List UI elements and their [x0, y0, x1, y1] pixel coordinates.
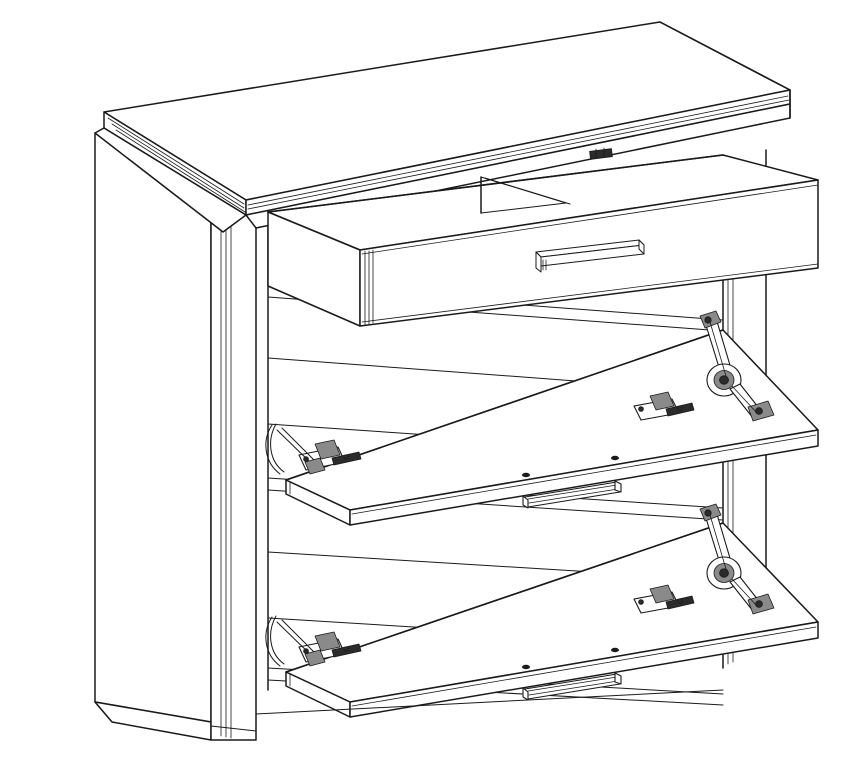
flap-stay-lower-left-arc-1 [265, 616, 281, 667]
flap-upper-handle-cap-right [614, 480, 622, 493]
flap-stay-lower-left [265, 615, 326, 667]
flap-stay-lower-base-pin [755, 600, 763, 608]
drawer-handle[interactable] [535, 239, 645, 273]
flap-upper-bottom-edge [349, 429, 819, 526]
hinge-lower-left-screw-1 [303, 648, 309, 654]
flap-stay-lower-arm-line-2 [731, 578, 758, 607]
plinth-left-edge [94, 701, 113, 723]
hinge-lower-left-screw-2 [343, 646, 349, 652]
left-pilaster [210, 192, 257, 741]
top-molding-groove-4 [247, 95, 789, 206]
flap-upper-handle-cap-left [522, 495, 529, 509]
top-panel-right-corner [659, 21, 791, 91]
plinth [255, 689, 724, 715]
flap-stay-upper-left-arc-1 [265, 424, 281, 475]
top-molding-groove-2 [111, 123, 245, 209]
flap-lower[interactable] [285, 522, 819, 718]
flap-stay-lower-arm-line [709, 514, 727, 570]
flap-stay-lower [699, 503, 775, 615]
drawer-slide-fitting [589, 147, 613, 160]
hinge-upper-left-screw-2 [343, 454, 349, 460]
flap-upper-dowel-hole-2 [611, 455, 619, 461]
flap-stay-upper-arm-line [709, 321, 727, 377]
flap-lower-handle-inner-2 [528, 680, 619, 696]
flap-upper-band-1 [351, 434, 817, 515]
slide-fitting-body [589, 148, 613, 160]
hinge-upper-right [633, 391, 695, 421]
drawer-handle-right-post [638, 239, 645, 255]
hinge-lower-right-cup [649, 584, 675, 604]
left-pilaster-foot [210, 725, 257, 732]
flap-stay-upper-top-pin [704, 316, 712, 324]
hinge-upper-right-cup [649, 391, 675, 411]
drawer-handle-left-post [535, 251, 542, 273]
hinge-upper-right-screw-2 [677, 405, 683, 411]
hinge-upper-left-screw-1 [303, 456, 309, 462]
hinge-lower-right [633, 584, 695, 614]
flap-stay-upper-left-arm [276, 429, 315, 467]
flap-stay-upper-arm-line-2 [731, 385, 758, 414]
flap-stay-lower-top-pin [704, 509, 712, 517]
flap-lower-handle-cap-right [614, 672, 622, 685]
left-side-panel [94, 132, 212, 723]
flap-upper[interactable] [285, 329, 819, 526]
hinge-lower-right-screw-2 [677, 598, 683, 604]
flap-stay-upper [699, 310, 775, 422]
flap-lower-handle[interactable] [522, 672, 622, 701]
drawer[interactable] [267, 147, 819, 327]
flap-stay-lower-left-arm [276, 621, 315, 659]
flap-stay-lower-left-foot [304, 649, 326, 667]
flap-stay-lower-left-arm-2 [281, 619, 319, 657]
drawer-front-bottom-band [361, 263, 819, 323]
flap-lower-dowel-hole-1 [522, 664, 530, 670]
flap-stay-lower-damper-hub [719, 568, 729, 578]
top-apron-left [94, 127, 247, 233]
flap-lower-handle-inner-1 [527, 676, 618, 692]
flap-upper-dowel-hole-1 [522, 472, 530, 478]
drawer-divider-base [480, 202, 567, 214]
flap-stay-upper-left-arm-2 [281, 427, 319, 465]
drawer-divider-face-b [484, 177, 571, 205]
hinge-lower-right-screw-1 [638, 599, 644, 605]
flap-stay-lower-left-arc-2 [270, 615, 285, 665]
flap-stay-upper-damper-hub [719, 375, 729, 385]
hinge-upper-left-cup [314, 439, 341, 460]
flap-stay-upper-left-foot [304, 457, 326, 475]
drawer-inner-back-edge [267, 154, 724, 213]
hinge-lower-left-cup [314, 631, 341, 652]
flap-upper-handle-inner-1 [527, 484, 618, 500]
flap-stay-upper-left-arc-2 [270, 423, 285, 473]
plinth-front-line [255, 689, 724, 715]
top-molding-groove-5 [247, 99, 790, 210]
top-molding-groove-1 [107, 117, 245, 205]
flap-stay-upper-left [265, 423, 326, 475]
flap-upper-handle[interactable] [522, 480, 622, 509]
flap-lower-bottom-edge [349, 621, 819, 718]
flap-lower-band-1 [351, 626, 817, 707]
flap-lower-dowel-hole-2 [611, 647, 619, 653]
top-molding-groove-3 [115, 129, 246, 213]
flap-stay-upper-base-pin [755, 407, 763, 415]
flap-upper-handle-inner-2 [528, 488, 619, 504]
drawer-front-top-band [361, 184, 819, 255]
hinge-upper-right-screw-1 [638, 406, 644, 412]
